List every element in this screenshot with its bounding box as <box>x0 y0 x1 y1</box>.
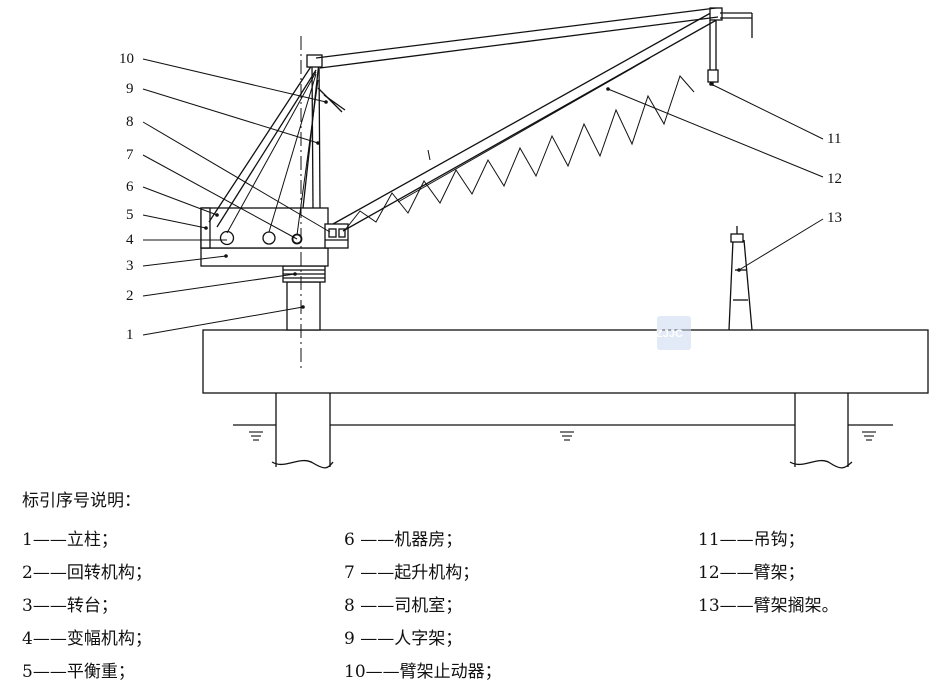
callout-3: 3 <box>126 258 134 274</box>
callout-4: 4 <box>126 232 134 248</box>
water-level-symbol <box>249 431 876 441</box>
callout-12: 12 <box>827 171 842 187</box>
callout-8: 8 <box>126 114 134 130</box>
platform-deck <box>202 329 929 394</box>
callout-6: 6 <box>126 179 134 195</box>
leader-lines <box>142 58 824 336</box>
legend-item-5: 5——平衡重； <box>22 662 135 682</box>
hook <box>707 20 719 86</box>
boom-rest <box>728 226 753 331</box>
legend-item-10: 10——臂架止动器； <box>344 662 502 682</box>
watermark-text: ZJJC <box>656 328 683 340</box>
callout-1: 1 <box>126 327 134 343</box>
legend-item-9: 9 ——人字架； <box>344 629 463 649</box>
legend-item-12: 12——臂架； <box>698 563 805 583</box>
slewing-mechanism <box>282 265 326 283</box>
legend-title: 标引序号说明： <box>22 491 141 511</box>
legend-item-1: 1——立柱； <box>22 530 118 550</box>
boom-lattice <box>344 75 695 231</box>
legend-item-3: 3——转台； <box>22 596 118 616</box>
callout-13: 13 <box>827 210 842 226</box>
boom-stopper <box>317 87 346 113</box>
legend-item-4: 4——变幅机构； <box>22 629 152 649</box>
callout-5: 5 <box>126 207 134 223</box>
boom-tie <box>315 7 719 69</box>
legend-item-7: 7 ——起升机构； <box>344 563 480 583</box>
leader-dots <box>204 82 741 309</box>
callout-2: 2 <box>126 288 134 304</box>
luffing-drum <box>219 230 235 246</box>
crane-diagram <box>142 7 929 469</box>
legend-item-2: 2——回转机构； <box>22 563 152 583</box>
callout-10: 10 <box>119 51 134 67</box>
legend: 标引序号说明： 1——立柱； 2——回转机构； 3——转台； 4——变幅机构； … <box>0 478 946 683</box>
legend-item-13: 13——臂架搁架。 <box>698 596 839 616</box>
a-frame <box>208 54 323 228</box>
support-leg-left <box>271 393 334 469</box>
watermark-logo <box>657 316 691 350</box>
support-leg-right <box>789 393 853 469</box>
callout-11: 11 <box>827 131 842 147</box>
jib-tip <box>720 12 753 38</box>
callout-7: 7 <box>126 147 134 163</box>
legend-item-8: 8 ——司机室； <box>344 596 463 616</box>
legend-item-6: 6 ——机器房； <box>344 530 463 550</box>
callout-9: 9 <box>126 81 134 97</box>
operator-cab <box>324 223 349 249</box>
legend-item-11: 11——吊钩； <box>698 530 805 550</box>
